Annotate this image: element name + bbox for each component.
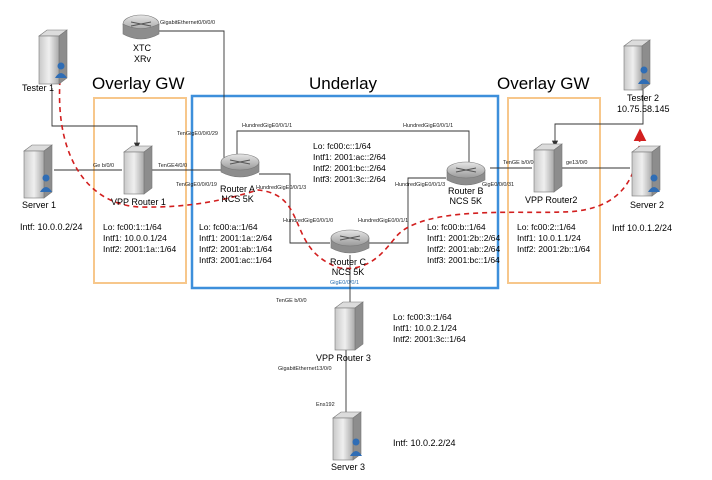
iface-ra-hu-top: HundredGigE0/0/1/1 bbox=[242, 123, 293, 129]
underlay-zone bbox=[190, 94, 500, 290]
link-xtc-routera bbox=[157, 30, 225, 158]
router-c bbox=[330, 229, 370, 254]
vpp3-info: Lo: fc00:3::1/64 Intf1: 10.0.2.1/24 Intf… bbox=[393, 312, 466, 345]
server-vpp3 bbox=[334, 301, 364, 351]
vpp1-intf1: Intf1: 10.0.0.1/24 bbox=[103, 233, 167, 243]
xrv-label: XRv bbox=[134, 54, 152, 64]
traffic-path bbox=[58, 79, 647, 270]
vpp2-intf2: Intf2: 2001:2b::1/64 bbox=[517, 244, 591, 254]
iface-vpp1-right: TenGE4/0/0 bbox=[158, 163, 188, 169]
router-a-info: Lo: fc00:a::1/64 Intf1: 2001:1a::2/64 In… bbox=[199, 222, 272, 266]
server-server1 bbox=[23, 144, 53, 199]
tester1-label: Tester 1 bbox=[22, 83, 55, 93]
router-a-lo: Lo: fc00:a::1/64 bbox=[199, 222, 258, 232]
router-c-info: Lo: fc00:c::1/64 Intf1: 2001:ac::2/64 In… bbox=[313, 141, 386, 185]
vpp3-intf2: Intf2: 2001:3c::1/64 bbox=[393, 334, 466, 344]
iface-server3-top: Ens192 bbox=[316, 402, 335, 408]
iface-rc-hu-right: HundredGigE0/0/1/1 bbox=[358, 218, 409, 224]
iface-vpp3-top: TenGE b/0/0 bbox=[276, 298, 307, 304]
router-a-intf1: Intf1: 2001:1a::2/64 bbox=[199, 233, 273, 243]
server-vpp2 bbox=[533, 143, 563, 193]
iface-ra-gi: TenGigE0/0/0/29 bbox=[177, 131, 218, 137]
router-c-name: Router C bbox=[330, 257, 367, 267]
vpp3-intf1: Intf1: 10.0.2.1/24 bbox=[393, 323, 457, 333]
router-b-lo: Lo: fc00:b::1/64 bbox=[427, 222, 486, 232]
server1-intf: Intf: 10.0.0.2/24 bbox=[20, 222, 83, 232]
server3-label: Server 3 bbox=[331, 462, 366, 472]
vpp2-intf1: Intf1: 10.0.1.1/24 bbox=[517, 233, 581, 243]
router-c-label: Router C NCS 5K bbox=[330, 257, 366, 278]
vpp1-label: VPP Router 1 bbox=[111, 197, 166, 207]
iface-vpp2-right: ge13/0/0 bbox=[566, 160, 588, 166]
tester2-ip: 10.75.58.145 bbox=[617, 104, 670, 114]
router-a-intf2: Intf2: 2001:ab::1/64 bbox=[199, 244, 273, 254]
router-c-intf3: Intf3: 2001:3c::2/64 bbox=[313, 174, 386, 184]
link-tester2-vpp2 bbox=[551, 88, 644, 147]
iface-xtc-gi: GigabitEthernet0/0/0/0 bbox=[160, 20, 216, 26]
router-a-label: Router A NCS 5K bbox=[220, 184, 255, 205]
vpp2-lo: Lo: fc00:2::1/64 bbox=[517, 222, 576, 232]
xtc-label: XTC bbox=[133, 43, 151, 53]
iface-ra-left: TenGigE0/0/0/19 bbox=[176, 182, 217, 188]
overlay-gw-left-zone bbox=[93, 97, 187, 284]
iface-vpp2-left: TenGE b/0/0 bbox=[503, 160, 534, 166]
server-vpp1 bbox=[123, 145, 153, 195]
router-c-lo: Lo: fc00:c::1/64 bbox=[313, 141, 372, 151]
iface-rb-right: GigE0/0/0/31 bbox=[482, 182, 515, 188]
iface-ra-hu-c: HundredGigE0/0/1/0 bbox=[283, 218, 334, 224]
router-c-model: NCS 5K bbox=[331, 267, 365, 278]
overlay-gw-left-title: Overlay GW bbox=[92, 74, 185, 93]
router-c-intf1: Intf1: 2001:ac::2/64 bbox=[313, 152, 386, 162]
iface-vpp3-bottom: GigabitEthernet13/0/0 bbox=[278, 366, 332, 372]
vpp2-label: VPP Router2 bbox=[525, 195, 578, 205]
server2-intf: Intf 10.0.1.2/24 bbox=[612, 223, 673, 233]
server-tester2 bbox=[623, 39, 651, 91]
server3-intf: Intf: 10.0.2.2/24 bbox=[393, 438, 456, 448]
server-xtc bbox=[122, 14, 160, 40]
iface-vpp1-left: Ge b/0/0 bbox=[93, 163, 115, 169]
router-a-name: Router A bbox=[220, 184, 256, 194]
server2-label: Server 2 bbox=[630, 200, 665, 210]
router-b-model: NCS 5K bbox=[449, 196, 483, 207]
link-routerb-routerc bbox=[369, 177, 446, 244]
router-b-name: Router B bbox=[448, 186, 484, 196]
link-routera-routerb-top bbox=[236, 130, 470, 162]
vpp1-lo: Lo: fc00:1::1/64 bbox=[103, 222, 162, 232]
server1-label: Server 1 bbox=[22, 200, 57, 210]
vpp1-info: Lo: fc00:1::1/64 Intf1: 10.0.0.1/24 Intf… bbox=[103, 222, 176, 255]
tester2-label: Tester 2 bbox=[627, 93, 660, 103]
vpp3-label: VPP Router 3 bbox=[316, 353, 371, 363]
iface-ra-hu-bottom: HundredGigE0/0/1/3 bbox=[256, 185, 307, 191]
server-tester1 bbox=[38, 29, 68, 85]
router-b bbox=[446, 161, 486, 186]
link-tester1-vpp1 bbox=[51, 88, 141, 149]
overlay-gw-right-title: Overlay GW bbox=[497, 74, 590, 93]
router-a-intf3: Intf3: 2001:ac::1/64 bbox=[199, 255, 272, 265]
iface-rb-hu-top: HundredGigE0/0/1/1 bbox=[403, 123, 454, 129]
router-b-intf2: Intf2: 2001:ab::2/64 bbox=[427, 244, 501, 254]
server-server2 bbox=[631, 145, 661, 197]
underlay-title: Underlay bbox=[309, 74, 378, 93]
overlay-gw-right-zone bbox=[507, 97, 601, 284]
iface-rc-bottom: GigE0/0/0/1 bbox=[330, 280, 360, 286]
iface-rb-hu-left: HundredGigE0/0/1/3 bbox=[395, 182, 446, 188]
router-b-label: Router B NCS 5K bbox=[448, 186, 484, 207]
router-a bbox=[220, 153, 260, 178]
vpp3-lo: Lo: fc00:3::1/64 bbox=[393, 312, 452, 322]
router-b-intf1: Intf1: 2001:2b::2/64 bbox=[427, 233, 501, 243]
server-server3 bbox=[332, 411, 362, 461]
router-a-model: NCS 5K bbox=[221, 194, 254, 205]
vpp2-info: Lo: fc00:2::1/64 Intf1: 10.0.1.1/24 Intf… bbox=[517, 222, 590, 255]
router-c-intf2: Intf2: 2001:bc::2/64 bbox=[313, 163, 386, 173]
router-b-intf3: Intf3: 2001:bc::1/64 bbox=[427, 255, 500, 265]
router-b-info: Lo: fc00:b::1/64 Intf1: 2001:2b::2/64 In… bbox=[427, 222, 500, 266]
vpp1-intf2: Intf2: 2001:1a::1/64 bbox=[103, 244, 177, 254]
